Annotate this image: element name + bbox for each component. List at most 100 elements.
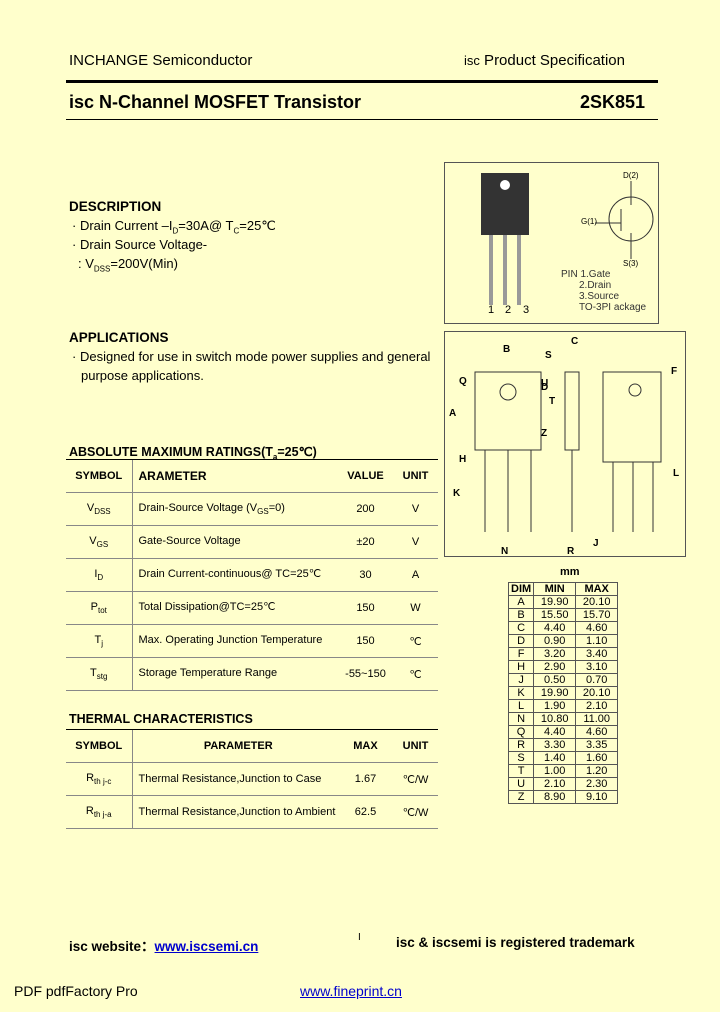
dim-max: 20.10	[575, 595, 619, 609]
abs-param: Drain Current-continuous@ TC=25℃	[131, 558, 338, 592]
description-line-2: · Drain Source Voltage-	[72, 237, 208, 252]
fineprint-link[interactable]: www.fineprint.cn	[300, 983, 402, 999]
abs-param: Storage Temperature Range	[131, 657, 338, 691]
company-name: INCHANGE Semiconductor	[69, 52, 253, 69]
dim-max: 3.40	[575, 647, 619, 661]
sym-d-label: D(2)	[623, 171, 639, 180]
back-hole-shape	[628, 383, 642, 397]
dim-min: 0.90	[533, 634, 577, 648]
page-title: isc N-Channel MOSFET Transistor	[69, 92, 362, 112]
dim-max: 9.10	[575, 790, 619, 804]
abs-param: Max. Operating Junction Temperature	[131, 624, 338, 658]
package-name: TO-3PI	[579, 302, 612, 313]
side-body-shape	[564, 371, 580, 451]
abs-value: 200	[338, 492, 393, 526]
dim-min: 19.90	[533, 686, 577, 700]
title-rule	[66, 119, 658, 120]
abs-max-heading-end: =25℃)	[277, 445, 317, 459]
dim-max: 20.10	[575, 686, 619, 700]
dim-min: 3.30	[533, 738, 577, 752]
lead-2-shape	[503, 235, 507, 305]
dim-max: 11.00	[575, 712, 619, 726]
abs-value: ±20	[338, 525, 393, 559]
dim-min: 2.10	[533, 777, 577, 791]
lead-3-shape	[517, 235, 521, 305]
package-photo-and-symbol	[481, 173, 654, 305]
dim-letter: K	[507, 686, 535, 700]
dimension-letter: L	[673, 468, 680, 479]
trademark-text: isc & iscsemi is registered trademark	[396, 935, 635, 950]
dim-min: 1.40	[533, 751, 577, 765]
dim-max: 3.35	[575, 738, 619, 752]
pin-3: 3.Source	[579, 291, 620, 302]
abs-sym: Ptot	[66, 591, 132, 625]
col-value: VALUE	[338, 460, 393, 493]
dim-min: 4.40	[533, 725, 577, 739]
dimension-letter: Q	[459, 376, 467, 387]
desc-l2: Drain Source Voltage-	[79, 237, 208, 252]
pin-label-2: 2	[505, 304, 512, 316]
dim-min: 0.50	[533, 673, 577, 687]
website-label: isc website：	[69, 939, 155, 954]
dimension-letter: Z	[541, 428, 548, 439]
dim-min: 10.80	[533, 712, 577, 726]
dim-letter: J	[507, 673, 535, 687]
abs-value: 30	[338, 558, 393, 592]
website-link[interactable]: www.iscsemi.cn	[154, 939, 259, 954]
dim-min: 4.40	[533, 621, 577, 635]
desc-l1-a: Drain Current –I	[79, 218, 173, 233]
dimension-drawing	[474, 371, 662, 532]
dim-letter: C	[507, 621, 535, 635]
thermal-header-row: SYMBOL PARAMETER MAX UNIT	[66, 730, 438, 763]
abs-sym: Tj	[66, 624, 132, 658]
dim-col-max: MAX	[575, 582, 619, 596]
part-number: 2SK851	[580, 92, 646, 112]
desc-l1-c: =25℃	[239, 218, 276, 233]
dim-letter: U	[507, 777, 535, 791]
footer-divider: I	[358, 932, 361, 943]
abs-max-heading-sub: a	[272, 452, 278, 462]
dim-letter: S	[507, 751, 535, 765]
desc-l3-a: : V	[78, 256, 94, 271]
dimension-letter: K	[453, 488, 461, 499]
dim-letter: N	[507, 712, 535, 726]
applications-line-1: · Designed for use in switch mode power …	[72, 349, 431, 364]
dim-min: 19.90	[533, 595, 577, 609]
website-line: isc website：www.iscsemi.cn	[69, 935, 258, 955]
dimension-letter: N	[501, 546, 509, 557]
sym-s-label: S(3)	[623, 259, 639, 268]
applications-heading: APPLICATIONS	[69, 330, 169, 345]
abs-value: -55~150	[338, 657, 393, 691]
abs-max-heading-a: ABSOLUTE MAXIMUM RATINGS(T	[69, 445, 273, 459]
dim-min: 2.90	[533, 660, 577, 674]
dimension-letter: R	[567, 546, 575, 557]
desc-l3-b: =200V(Min)	[110, 256, 178, 271]
col-symbol: SYMBOL	[66, 460, 132, 493]
abs-max-header-row: SYMBOL ARAMETER VALUE UNIT	[66, 460, 438, 493]
pdf-factory-label: PDF pdfFactory Pro	[14, 983, 138, 999]
dim-max: 0.70	[575, 673, 619, 687]
abs-unit: V	[393, 492, 438, 526]
mount-hole-shape	[500, 180, 510, 190]
th-sym: Rth j-c	[66, 762, 132, 796]
dim-min: 1.90	[533, 699, 577, 713]
dim-letter: F	[507, 647, 535, 661]
desc-l1-sub2: C	[233, 226, 240, 236]
package-suffix: ackage	[613, 302, 647, 313]
